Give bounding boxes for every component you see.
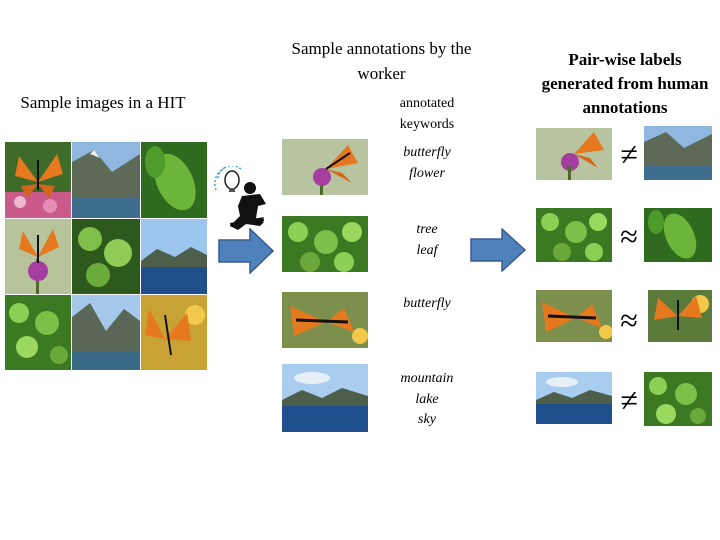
annotation-image-mountain-lake-sky [282, 364, 368, 432]
grid-image-tree [72, 219, 140, 294]
keyword: sky [418, 412, 436, 427]
keyword: leaf [416, 242, 438, 258]
grid-image-butterfly-flower [5, 142, 71, 218]
pairwise-heading: Pair-wise labels generated from human an… [541, 50, 709, 117]
grid-image-leaf-plants [5, 295, 71, 370]
pair-2-relation: ≈ [620, 218, 638, 254]
annotations-heading: Sample annotations by the worker [291, 39, 472, 83]
pair-3-relation: ≈ [620, 302, 638, 338]
keyword: flower [409, 165, 445, 181]
grid-image-mountain-sea [141, 219, 207, 294]
pair-1-relation: ≠ [620, 136, 638, 172]
grid-image-leaf [141, 142, 207, 218]
annotation-keywords-2: tree leaf [380, 220, 474, 261]
pair-1-image-right [644, 126, 712, 180]
keyword: lake [415, 391, 439, 407]
pair-4-relation: ≠ [620, 382, 638, 418]
annotation-image-tree-leaf [282, 216, 368, 272]
grid-image-butterfly-yellow [141, 295, 207, 370]
pair-4-image-left [536, 372, 612, 424]
keyword: mountain [400, 371, 454, 386]
grid-image-mountain-lake-2 [72, 295, 140, 370]
right-arrow-icon [218, 227, 275, 275]
pair-2-image-right [644, 208, 712, 262]
annotation-keywords-3: butterfly [380, 294, 474, 315]
annotation-image-butterfly [282, 292, 368, 348]
annotation-keywords-1: butterfly flower [380, 143, 474, 184]
pair-3-image-left [536, 290, 612, 342]
keyword: butterfly [403, 145, 451, 160]
keyword: butterfly [403, 296, 451, 311]
hit-image-grid [5, 142, 207, 370]
pair-2-image-left [536, 208, 612, 262]
keyword: tree [416, 222, 438, 237]
keywords-header: annotated keywords [399, 96, 455, 132]
annotation-image-butterfly-flower [282, 139, 368, 195]
annotation-keywords-4: mountain lake sky [380, 369, 474, 431]
pair-4-image-right [644, 372, 712, 426]
worker-with-idea-icon [212, 164, 270, 232]
grid-image-mountain-lake [72, 142, 140, 218]
pair-3-image-right [648, 290, 712, 342]
pair-1-image-left [536, 128, 612, 180]
hit-heading: Sample images in a HIT [20, 93, 186, 112]
grid-image-butterfly-thistle [5, 219, 71, 294]
right-arrow-icon [470, 227, 527, 273]
